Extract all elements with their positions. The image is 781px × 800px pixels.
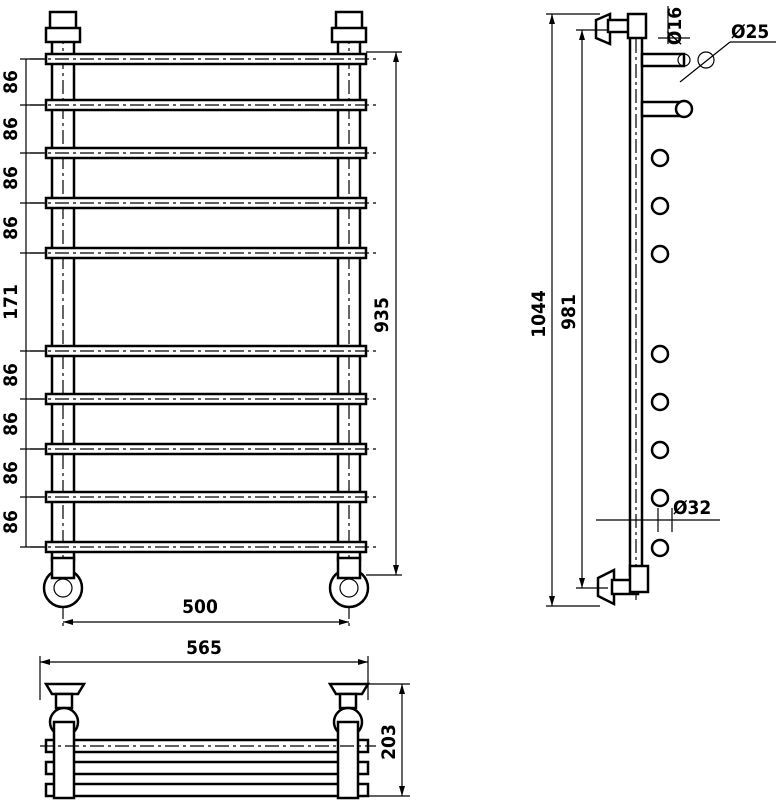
spacing-label: 86 <box>0 70 22 94</box>
side-axis-height-label: 981 <box>558 294 580 330</box>
diameter-16-label: Ø16 <box>664 7 686 45</box>
left-dimension-chain <box>20 58 46 548</box>
diameter-25-label: Ø25 <box>731 21 769 43</box>
rung <box>30 196 380 210</box>
rung <box>30 442 380 456</box>
rung <box>30 146 380 160</box>
top-view-rail <box>44 760 370 776</box>
axis-width-label: 500 <box>182 596 218 618</box>
diameter-32-leader <box>596 508 720 532</box>
spacing-label: 86 <box>0 412 22 436</box>
rung-end <box>650 392 670 412</box>
spacing-label: 86 <box>0 117 22 141</box>
rung <box>30 540 380 554</box>
side-overall-height-label: 1044 <box>528 290 550 338</box>
side-axis-height-dimension <box>576 29 608 589</box>
rung-end <box>650 440 670 460</box>
bottom-left-connector <box>42 556 84 609</box>
spacing-label: 86 <box>0 510 22 534</box>
spacing-label: 86 <box>0 166 22 190</box>
rungs <box>30 52 380 554</box>
rung-end <box>650 488 670 508</box>
overall-height-dimension <box>366 51 402 576</box>
bottom-fitting <box>596 564 650 607</box>
rung <box>30 344 380 358</box>
diameter-25-leader <box>679 41 776 83</box>
top-right-valve <box>330 10 368 44</box>
rung <box>30 98 380 112</box>
front-view: 86 86 86 86 171 86 86 86 86 935 500 <box>0 10 402 630</box>
rung-end <box>650 538 670 558</box>
diameter-16-leader <box>658 6 690 44</box>
rung-end <box>650 344 670 364</box>
bottom-right-connector <box>328 556 370 609</box>
top-view-rail <box>44 782 370 798</box>
rung <box>30 52 380 66</box>
depth-label: 203 <box>378 724 400 760</box>
diameter-32-label: Ø32 <box>673 497 711 519</box>
rung-end <box>650 148 670 168</box>
overall-width-dimension <box>39 656 369 700</box>
side-overall-height-dimension <box>546 13 600 607</box>
side-view: 1044 981 Ø16 Ø25 Ø32 <box>528 6 776 607</box>
rung-end <box>650 244 670 264</box>
rung-end <box>640 99 694 119</box>
spacing-label: 86 <box>0 461 22 485</box>
rung-ends <box>640 52 694 558</box>
axis-width-dimension <box>63 619 349 625</box>
overall-width-label: 565 <box>186 637 222 659</box>
overall-height-label: 935 <box>371 297 393 333</box>
rung <box>30 246 380 260</box>
top-left-valve <box>44 10 82 44</box>
top-fitting <box>594 12 648 46</box>
top-view-riser <box>336 720 360 800</box>
rung <box>30 392 380 406</box>
spacing-label: 171 <box>0 284 22 320</box>
top-view: 565 203 <box>39 637 410 800</box>
rung-end <box>650 196 670 216</box>
spacing-label: 86 <box>0 216 22 240</box>
rung <box>30 490 380 504</box>
top-view-riser <box>52 720 76 800</box>
spacing-label: 86 <box>0 363 22 387</box>
rung-end <box>640 52 691 68</box>
depth-dimension <box>368 683 410 797</box>
